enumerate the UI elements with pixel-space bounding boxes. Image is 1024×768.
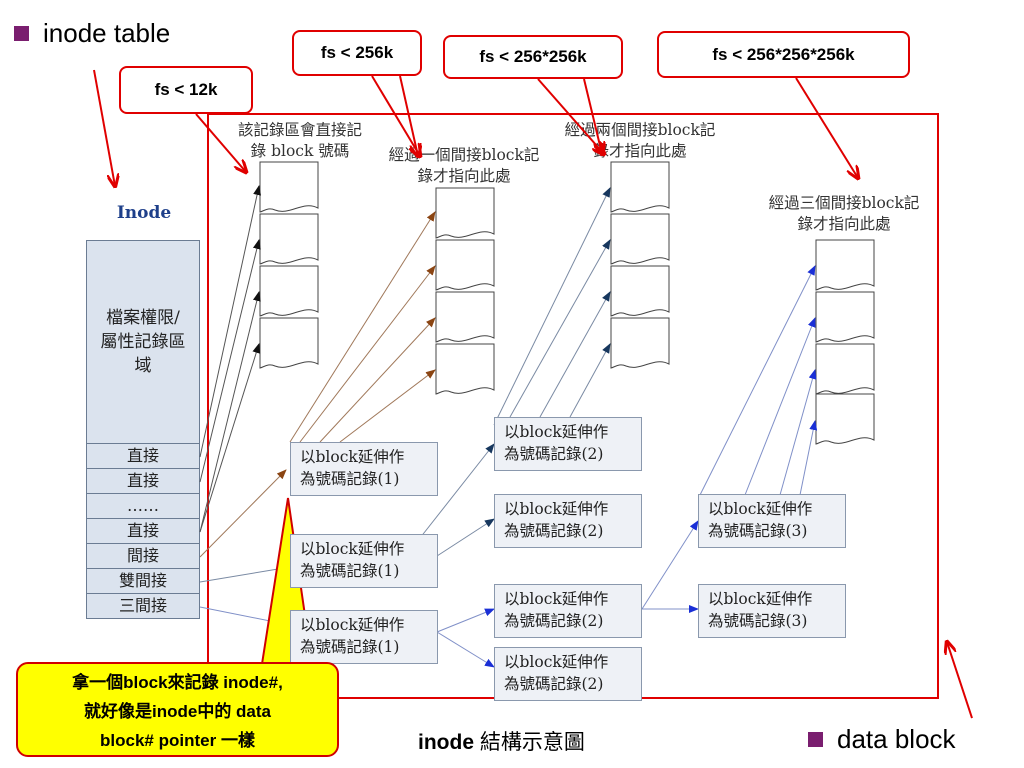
record-box-1: 以block延伸作為號碼記錄(1) [290, 534, 438, 588]
inode-cell-double-indirect: 雙間接 [86, 569, 200, 594]
inode-cell-indirect: 間接 [86, 544, 200, 569]
data-block-page [815, 343, 875, 395]
inode-cell-direct: 直接 [86, 444, 200, 469]
data-block-page [259, 161, 319, 213]
data-block-page [435, 239, 495, 291]
record-box-2: 以block延伸作為號碼記錄(2) [494, 494, 642, 548]
data-block-page [610, 317, 670, 369]
data-block-page [815, 291, 875, 343]
record-box-2: 以block延伸作為號碼記錄(2) [494, 417, 642, 471]
bullet-inode-table: inode table [14, 18, 170, 49]
double-indirect-arrows [199, 187, 611, 583]
callout-fs-256x256k: fs < 256*256k [443, 35, 623, 79]
callout-fs-256k: fs < 256k [292, 30, 422, 76]
bullet-data-block: data block [808, 724, 956, 755]
record-box-2: 以block延伸作為號碼記錄(2) [494, 647, 642, 701]
record-box-1: 以block延伸作為號碼記錄(1) [290, 610, 438, 664]
bullet-inode-table-label: inode table [43, 18, 171, 48]
caption-bold: inode [418, 731, 474, 754]
inode-title: Inode [116, 203, 172, 223]
inode-cell-triple-indirect: 三間接 [86, 594, 200, 619]
single-indirect-arrows [199, 211, 436, 558]
inode-attribute-area: 檔案權限/ 屬性記錄區 域 [86, 240, 200, 444]
label-direct: 該記錄區會直接記錄 block 號碼 [237, 121, 362, 160]
yellow-note-line: 拿一個block來記錄 inode#, [72, 673, 283, 692]
yellow-note-line: block# pointer 一樣 [100, 731, 255, 750]
data-block-page [259, 213, 319, 265]
diagram-caption: inode 結構示意圖 [418, 726, 585, 756]
bullet-square-icon [808, 732, 823, 747]
record-box-3: 以block延伸作為號碼記錄(3) [698, 584, 846, 638]
inode-attr-line: 域 [134, 356, 152, 376]
callout-fs-256x256x256k: fs < 256*256*256k [657, 31, 910, 78]
record-box-3: 以block延伸作為號碼記錄(3) [698, 494, 846, 548]
inode-attr-line: 屬性記錄區 [100, 332, 186, 352]
data-block-page [259, 265, 319, 317]
data-block-page [435, 291, 495, 343]
inode-attr-line: 檔案權限/ [106, 308, 180, 328]
inode-cell-ellipsis: …… [86, 494, 200, 519]
inode-table: 檔案權限/ 屬性記錄區 域 直接 直接 …… 直接 間接 雙間接 三間接 [86, 240, 200, 619]
callout-fs-12k: fs < 12k [119, 66, 253, 114]
data-block-page [815, 393, 875, 445]
label-double-indirect: 經過兩個間接block記錄才指向此處 [564, 121, 716, 160]
data-block-page [259, 317, 319, 369]
data-block-page [435, 187, 495, 239]
data-block-page [610, 265, 670, 317]
data-block-page [610, 161, 670, 213]
record-box-2: 以block延伸作為號碼記錄(2) [494, 584, 642, 638]
caption-rest: 結構示意圖 [474, 731, 585, 754]
data-block-page [815, 239, 875, 291]
yellow-note-line: 就好像是inode中的 data [83, 702, 271, 721]
label-single-indirect: 經過一個間接block記錄才指向此處 [388, 146, 540, 185]
direct-pointer-arrows [199, 185, 261, 533]
label-triple-indirect: 經過三個間接block記錄才指向此處 [768, 194, 920, 233]
data-block-page [435, 343, 495, 395]
data-block-page [610, 213, 670, 265]
yellow-note-callout: 拿一個block來記錄 inode#, 就好像是inode中的 data blo… [16, 662, 339, 757]
record-box-1: 以block延伸作為號碼記錄(1) [290, 442, 438, 496]
data-block-pages [259, 161, 875, 445]
inode-cell-direct: 直接 [86, 469, 200, 494]
bullet-data-block-label: data block [837, 724, 956, 754]
inode-cell-direct: 直接 [86, 519, 200, 544]
bullet-square-icon [14, 26, 29, 41]
callout-pointers [93, 69, 973, 719]
